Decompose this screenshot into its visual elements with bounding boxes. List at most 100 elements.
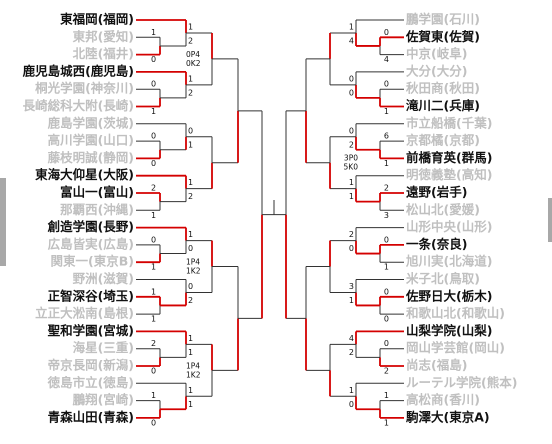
left-team-name: 鹿島学園(茨城) [48, 115, 134, 130]
left-score: 1 [188, 230, 193, 239]
left-team-name: 長崎総科大附(長崎) [23, 98, 134, 113]
right-team-name: 和歌山北(和歌山) [405, 306, 505, 321]
left-score: 2 [188, 296, 193, 305]
right-team-name: 尚志(福島) [406, 358, 467, 373]
left-score: 1 [188, 140, 193, 149]
left-score: 1 [188, 23, 193, 32]
right-team-name: 佐野日大(栃木) [405, 288, 492, 303]
left-pk-note: 0K2 [186, 59, 201, 68]
left-team-name: 立正大淞南(島根) [35, 306, 134, 321]
left-score: 2 [188, 88, 193, 97]
right-team-name: 秋田商(秋田) [406, 81, 480, 96]
left-team-name: 那覇西(沖縄) [60, 202, 134, 217]
right-pk-note: 3P0 [344, 154, 358, 163]
right-score: 2 [349, 348, 354, 357]
left-team-name: 徳島市立(徳島) [47, 375, 134, 390]
left-pk-note: 1K2 [186, 267, 201, 276]
right-score: 1 [384, 263, 389, 272]
bracket-lines [136, 19, 404, 419]
right-score: 0 [349, 400, 354, 409]
right-score: 0 [384, 287, 389, 296]
left-score: 0 [151, 80, 156, 89]
left-team-name: 鵬翔(宮崎) [72, 392, 134, 407]
left-score: 0 [188, 282, 193, 291]
right-score: 0 [384, 315, 389, 324]
left-score: 1 [151, 287, 156, 296]
left-pk-note: 1K2 [186, 370, 201, 379]
left-team-name: 青森山田(青森) [48, 409, 134, 424]
right-team-name: 岡山学芸館(岡山) [406, 340, 505, 355]
left-scroll-edge [0, 178, 6, 266]
left-score: 1 [151, 315, 156, 324]
right-score: 1 [384, 418, 389, 427]
right-score: 6 [384, 132, 389, 141]
left-score: 1 [151, 391, 156, 400]
right-pk-note: 5K0 [344, 163, 359, 172]
left-team-name: 鹿児島城西(鹿児島) [23, 63, 134, 78]
left-score: 1 [151, 28, 156, 37]
right-score: 2 [349, 140, 354, 149]
left-score: 1 [188, 386, 193, 395]
left-score: 0 [151, 132, 156, 141]
left-team-name: 正智深谷(埼玉) [48, 288, 134, 303]
left-team-name: 関東一(東京B) [51, 254, 134, 269]
left-score: 1 [188, 348, 193, 357]
right-team-name: 駒澤大(東京A) [406, 409, 490, 424]
right-score: 0 [384, 339, 389, 348]
right-score: 1 [349, 296, 354, 305]
left-score: 0 [151, 367, 156, 376]
left-pk-note: 1P4 [186, 258, 200, 267]
left-team-name: 桐光学園(神奈川) [35, 81, 134, 96]
left-team-name: 広島皆実(広島) [48, 236, 134, 251]
right-scroll-edge [548, 198, 552, 242]
right-team-name: 明徳義塾(高知) [406, 167, 492, 182]
left-score: 2 [188, 192, 193, 201]
right-team-name: 大分(大分) [406, 63, 467, 78]
left-pk-note: 1P4 [186, 361, 200, 370]
right-team-name: 鵬学園(石川) [405, 12, 480, 27]
right-score: 0 [384, 235, 389, 244]
right-team-name: 京都橘(京都) [406, 133, 480, 148]
left-team-name: 聖和学園(宮城) [48, 323, 134, 338]
right-team-name: 一条(奈良) [406, 236, 467, 251]
left-score: 2 [151, 184, 156, 193]
left-score: 0 [151, 159, 156, 168]
left-score: 1 [151, 263, 156, 272]
right-team-name: 市立船橋(千葉) [406, 115, 492, 130]
left-score: 1 [151, 107, 156, 116]
right-team-name: 山形中央(山形) [406, 219, 492, 234]
left-score: 0 [151, 418, 156, 427]
right-score: 1 [349, 386, 354, 395]
right-score: 3 [349, 282, 354, 291]
right-score: 0 [349, 88, 354, 97]
left-team-name: 海星(三重) [73, 340, 134, 355]
left-team-name: 北陸(福井) [73, 46, 134, 61]
right-score: 1 [349, 23, 354, 32]
right-team-name: 佐賀東(佐賀) [405, 29, 480, 44]
left-score: 0 [188, 244, 193, 253]
left-team-name: 創造学園(長野) [47, 219, 134, 234]
right-score: 1 [384, 107, 389, 116]
right-score: 2 [384, 184, 389, 193]
left-score: 2 [188, 36, 193, 45]
left-team-name: 高川学園(山口) [48, 133, 134, 148]
right-team-name: 松山北(愛媛) [406, 202, 480, 217]
right-team-name: 遠野(岩手) [406, 185, 467, 200]
right-score: 4 [384, 55, 389, 64]
left-score: 1 [188, 400, 193, 409]
right-score: 4 [349, 36, 354, 45]
left-team-name: 東邦(愛知) [73, 29, 134, 44]
left-team-list: 東福岡(福岡)東邦(愛知)北陸(福井)鹿児島城西(鹿児島)桐光学園(神奈川)長崎… [23, 12, 134, 425]
right-team-name: 旭川実(北海道) [405, 254, 492, 269]
right-score: 1 [384, 391, 389, 400]
right-team-name: 中京(岐阜) [406, 46, 467, 61]
left-pk-note: 0P4 [186, 50, 200, 59]
left-score: 1 [188, 74, 193, 83]
left-score: 1 [188, 178, 193, 187]
right-team-name: 滝川二(兵庫) [406, 98, 480, 113]
right-team-name: 前橋育英(群馬) [406, 150, 492, 165]
right-team-name: 高松商(香川) [406, 392, 480, 407]
right-score: 3 [384, 211, 389, 220]
left-team-name: 藤枝明誠(静岡) [47, 150, 134, 165]
